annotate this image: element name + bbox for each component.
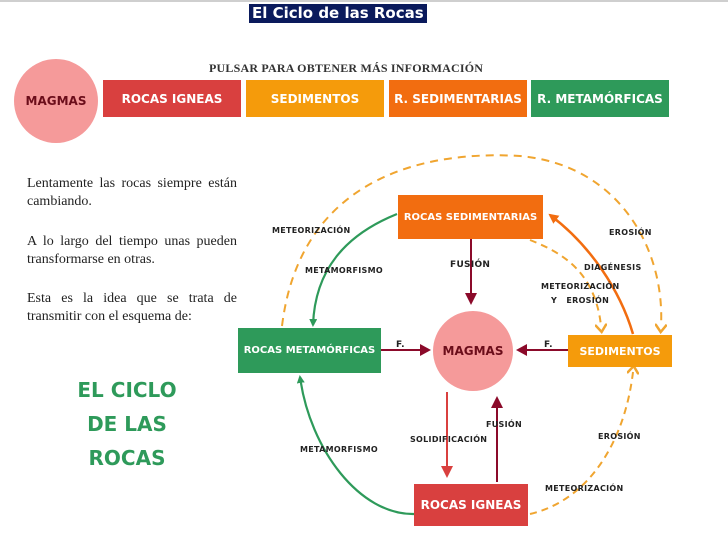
sedimentos-button[interactable]: SEDIMENTOS: [246, 80, 384, 117]
label-meteorizacion-mid: METEORIZACIÓN: [541, 282, 620, 291]
node-rocas-metamorficas[interactable]: ROCAS METAMÓRFICAS: [238, 328, 381, 373]
cycle-title-line-1: EL CICLO: [77, 378, 177, 402]
intro-paragraph-1: Lentamente las rocas siempre están cambi…: [27, 176, 237, 209]
r-metamorficas-button[interactable]: R. METAMÓRFICAS: [531, 80, 669, 117]
node-rocas-igneas[interactable]: ROCAS IGNEAS: [414, 484, 528, 526]
orange-sedimentos-to-sedimentarias: [548, 213, 635, 335]
dashed-igneas-to-sedimentos: [529, 372, 633, 515]
label-fusion-bottom: FUSIÓN: [486, 420, 522, 429]
label-meteorizacion-top: METEORIZACIÓN: [272, 226, 351, 235]
label-meteorizacion-bottom: METEORIZACIÓN: [545, 484, 624, 493]
dashed-sedimentarias-to-sedimentos: [529, 239, 601, 326]
magmas-button[interactable]: MAGMAS: [14, 59, 98, 143]
green-igneas-to-metamorficas: [296, 375, 415, 516]
r-sedimentarias-button[interactable]: R. SEDIMENTARIAS: [389, 80, 527, 117]
label-solidificacion: SOLIDIFICACIÓN: [410, 435, 488, 444]
cycle-title-line-3: ROCAS: [88, 446, 166, 470]
instruction-text: PULSAR PARA OBTENER MÁS INFORMACIÓN: [209, 61, 484, 75]
outer-dashed-arc: [281, 154, 661, 326]
label-metamorfismo-top: METAMORFISMO: [305, 266, 383, 275]
page-title: El Ciclo de las Rocas: [249, 4, 427, 23]
node-rocas-sedimentarias[interactable]: ROCAS SEDIMENTARIAS: [398, 195, 543, 239]
node-sedimentos[interactable]: SEDIMENTOS: [568, 335, 672, 367]
label-erosion-top: EROSIÓN: [609, 228, 652, 237]
label-erosion-bottom: EROSIÓN: [598, 432, 641, 441]
label-diagenesis: DIAGÉNESIS: [584, 263, 642, 272]
label-fusion-top: FUSIÓN: [450, 260, 491, 270]
node-magmas[interactable]: MAGMAS: [433, 311, 513, 391]
cycle-title-line-2: DE LAS: [87, 412, 167, 436]
green-sedimentarias-to-metamorficas: [309, 212, 398, 327]
top-border: [0, 0, 728, 2]
label-f-right: F.: [544, 340, 553, 350]
label-f-left: F.: [396, 340, 405, 350]
intro-paragraph-2: A lo largo del tiempo unas pueden transf…: [27, 234, 237, 267]
label-metamorfismo-bottom: METAMORFISMO: [300, 445, 378, 454]
rocas-igneas-button[interactable]: ROCAS IGNEAS: [103, 80, 241, 117]
intro-paragraph-3: Esta es la idea que se trata de transmit…: [27, 291, 237, 324]
label-y-erosion: Y EROSIÓN: [551, 296, 610, 305]
